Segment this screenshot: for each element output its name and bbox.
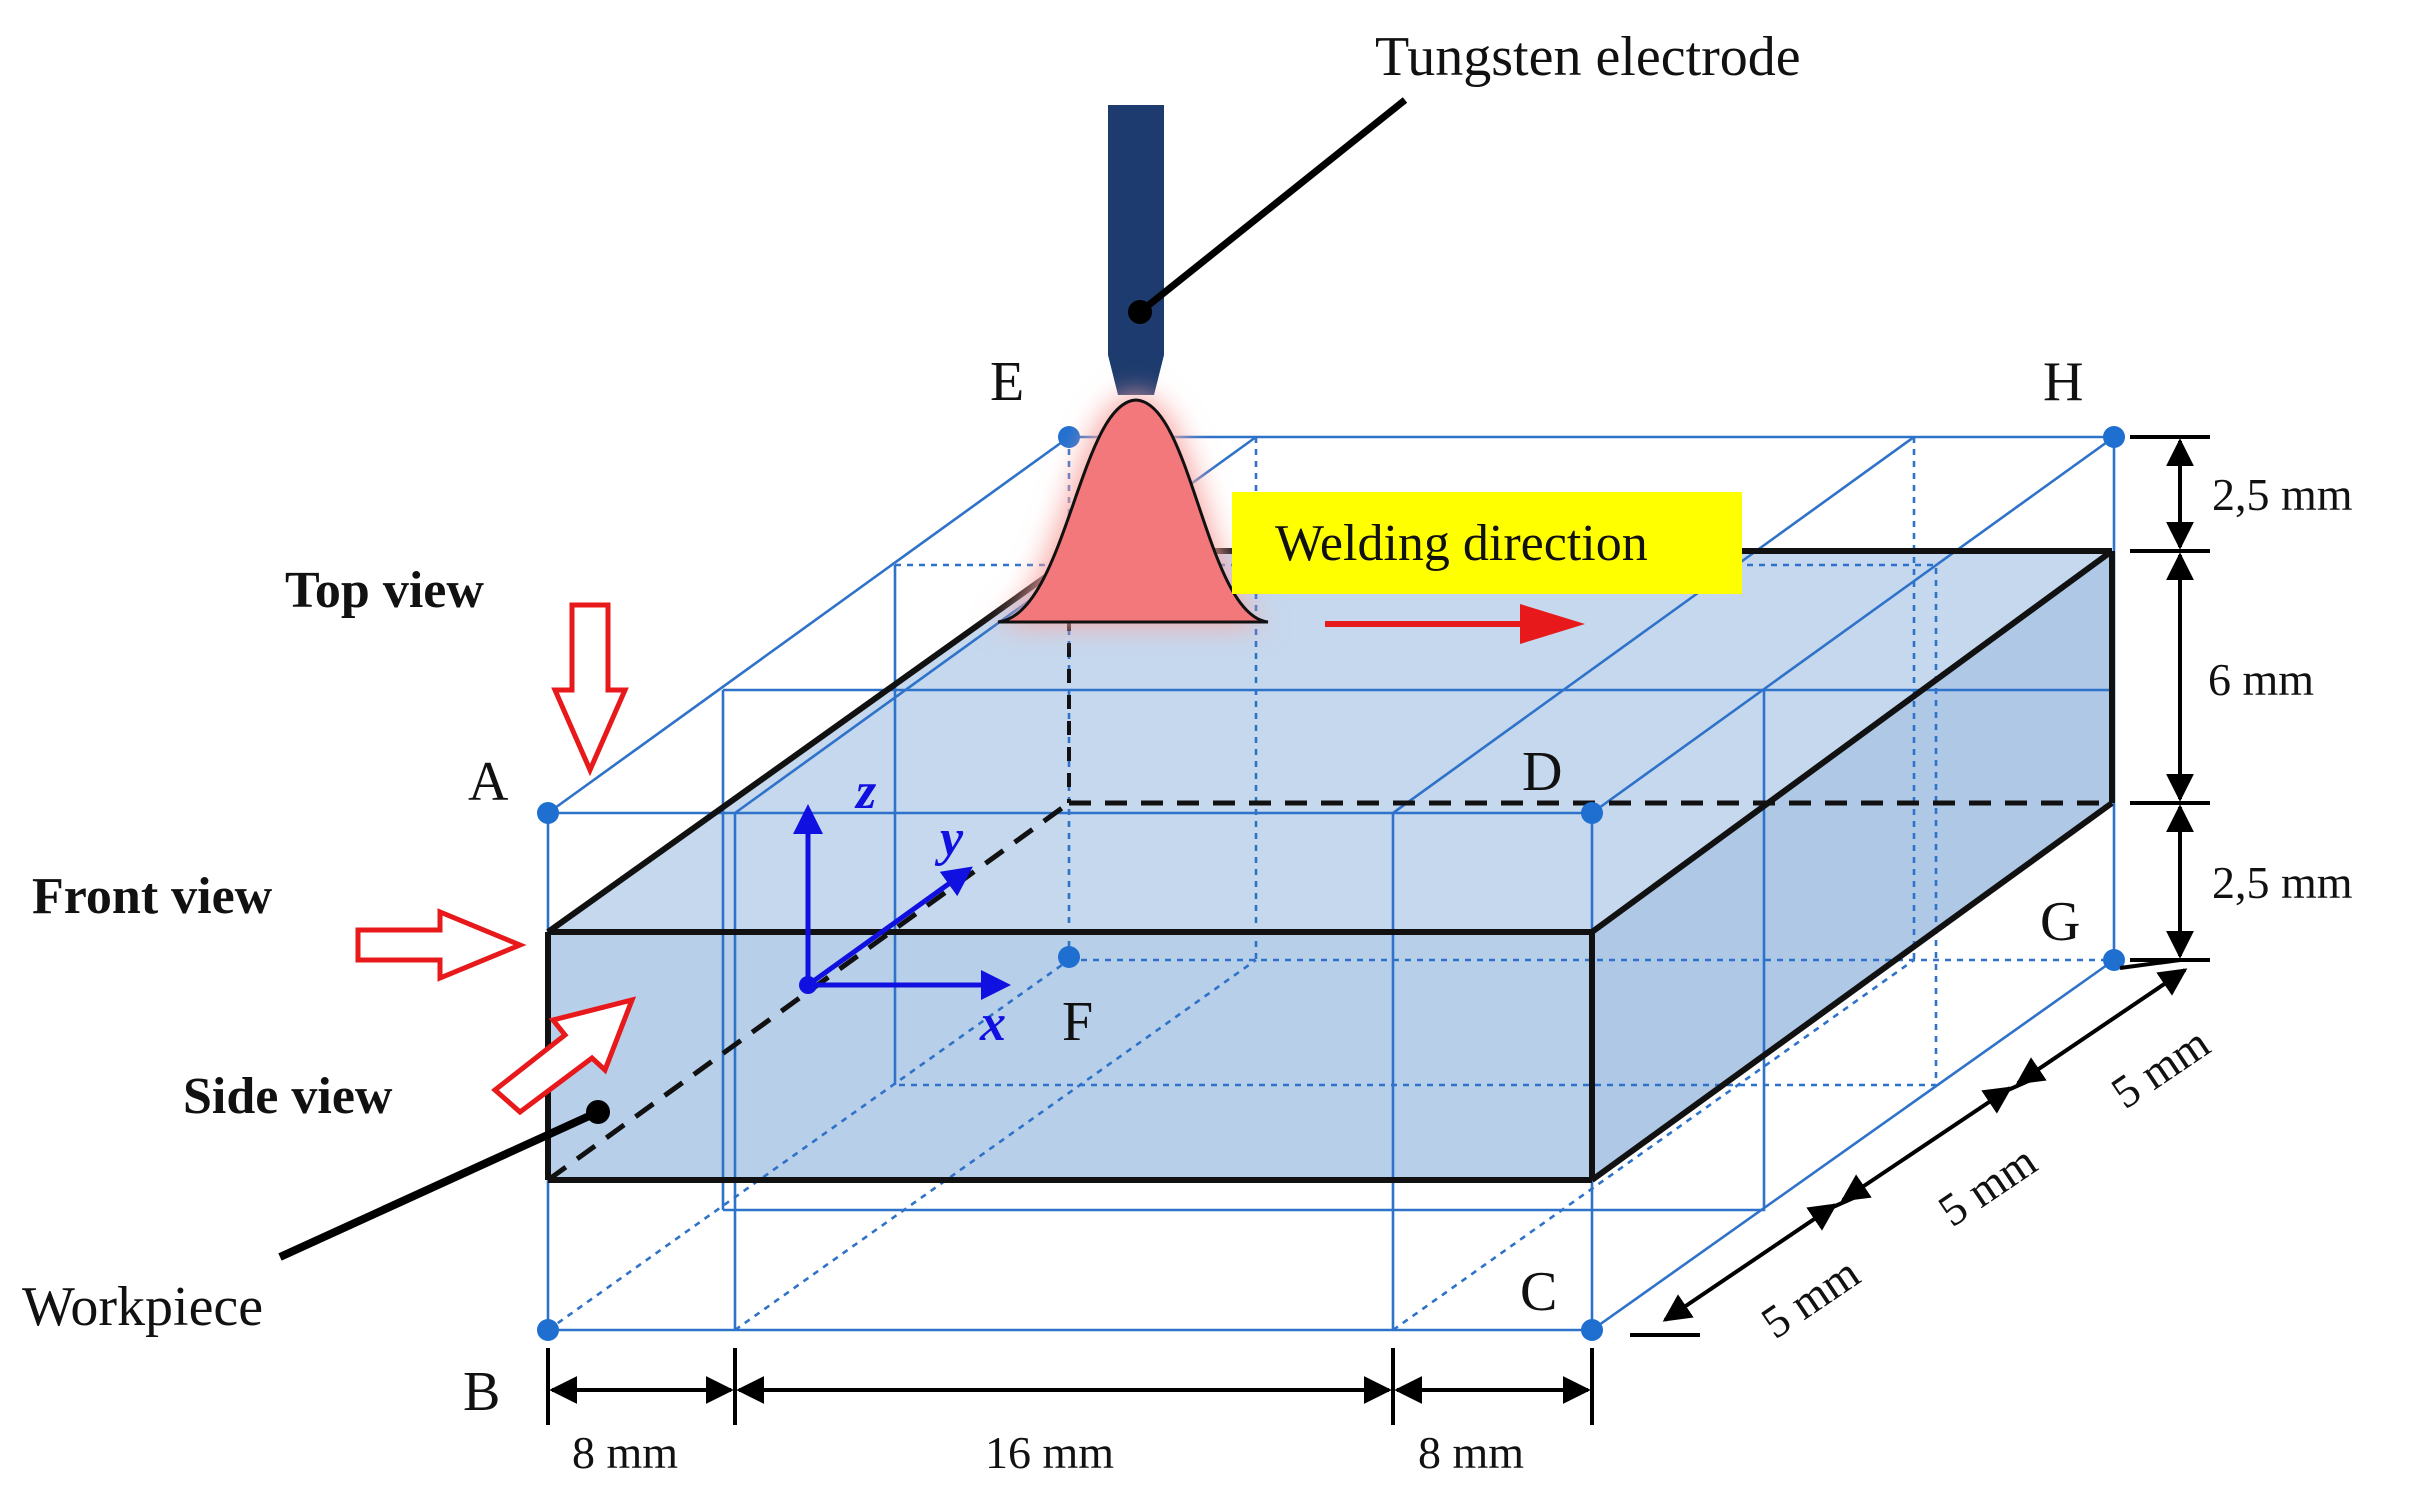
electrode-label: Tungsten electrode [1375, 26, 1801, 88]
side-view-label: Side view [183, 1068, 393, 1125]
top-view-label: Top view [285, 562, 484, 619]
point-a-marker [537, 802, 559, 824]
axis-y-line [806, 866, 973, 988]
dim-bottom-left: 8 mm [572, 1427, 678, 1478]
front-view-label: Front view [32, 868, 273, 925]
welding-direction-label: Welding direction [1275, 515, 1648, 572]
dim-right-top: 2,5 mm [2212, 469, 2353, 520]
point-g-label: G [2040, 891, 2080, 953]
point-d-label: D [1522, 741, 1562, 803]
coordinate-axes [793, 804, 1011, 1000]
depth-dimensions [1630, 958, 2188, 1337]
dim-bottom-right: 8 mm [1418, 1427, 1524, 1478]
point-b-label: B [463, 1361, 500, 1423]
point-b-marker [537, 1319, 559, 1341]
workpiece-label: Workpiece [22, 1276, 263, 1338]
point-d-marker [1581, 802, 1603, 824]
side-view-arrow [491, 996, 637, 1116]
electrode-pointer-line [1137, 97, 1408, 315]
axis-origin [799, 976, 817, 994]
point-g-marker [2103, 949, 2125, 971]
dim-right-bottom: 2,5 mm [2212, 857, 2353, 908]
welding-direction-box [1232, 492, 1742, 594]
welding-direction-arrow [1325, 604, 1585, 644]
point-e-label: E [990, 351, 1024, 413]
axis-z-label: z [854, 763, 877, 820]
point-c-marker [1581, 1319, 1603, 1341]
point-e-marker [1058, 426, 1080, 448]
corner-points [537, 426, 2125, 1341]
dim-depth-3: 5 mm [2102, 1017, 2219, 1119]
axis-x-label: x [979, 995, 1006, 1052]
dim-right-mid: 6 mm [2208, 654, 2314, 705]
bottom-dimensions [546, 1348, 1594, 1425]
plate-right-face [1592, 551, 2112, 1180]
point-f-label: F [1062, 991, 1093, 1053]
point-h-label: H [2043, 351, 2083, 413]
workpiece-pointer-line [278, 1108, 600, 1261]
dim-bottom-mid: 16 mm [985, 1427, 1114, 1478]
point-c-label: C [1520, 1261, 1557, 1323]
tungsten-electrode [1108, 105, 1164, 395]
right-dimensions [2130, 435, 2210, 962]
front-view-arrow [355, 908, 527, 982]
workpiece-plate [548, 551, 2112, 1180]
welding-arc [988, 395, 1272, 625]
point-a-label: A [468, 751, 509, 813]
point-h-marker [2103, 426, 2125, 448]
dim-depth-1: 5 mm [1752, 1247, 1869, 1349]
dim-depth-2: 5 mm [1929, 1135, 2046, 1237]
point-f-marker [1058, 946, 1080, 968]
plate-front-face [548, 932, 1592, 1180]
top-view-arrow [551, 602, 629, 777]
